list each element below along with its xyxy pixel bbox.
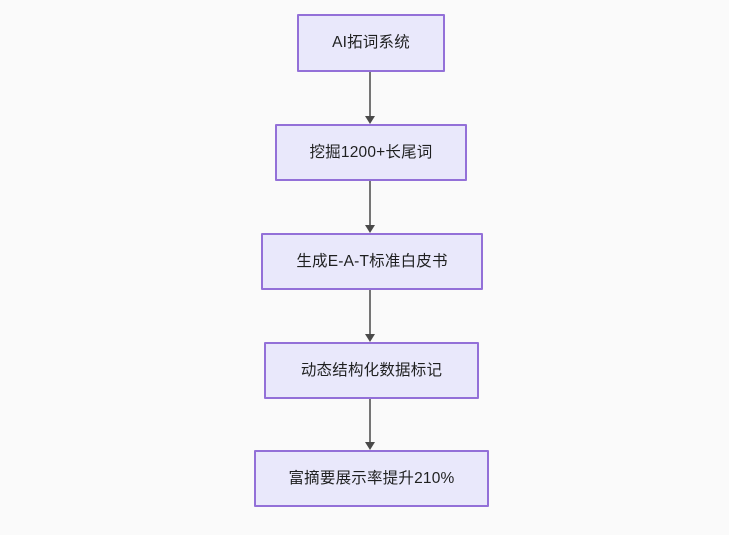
arrowhead-n1-n2: [365, 116, 375, 124]
flowchart-node-structured-data-markup[interactable]: 动态结构化数据标记: [264, 342, 479, 399]
node-label: 生成E-A-T标准白皮书: [296, 252, 448, 270]
connector-n2-n3: [369, 181, 371, 225]
arrowhead-n3-n4: [365, 334, 375, 342]
node-label: 挖掘1200+长尾词: [309, 143, 433, 161]
node-label: 动态结构化数据标记: [300, 361, 443, 379]
arrowhead-n2-n3: [365, 225, 375, 233]
flowchart-node-rich-snippet-result[interactable]: 富摘要展示率提升210%: [254, 450, 489, 507]
flowchart-node-ai-keyword-system[interactable]: AI拓词系统: [297, 14, 445, 72]
connector-n1-n2: [369, 72, 371, 116]
flowchart-node-longtail-keywords[interactable]: 挖掘1200+长尾词: [275, 124, 467, 181]
arrowhead-n4-n5: [365, 442, 375, 450]
connector-n3-n4: [369, 290, 371, 334]
connector-n4-n5: [369, 399, 371, 442]
node-label: AI拓词系统: [332, 34, 410, 52]
flowchart-node-eat-whitepaper[interactable]: 生成E-A-T标准白皮书: [261, 233, 483, 290]
node-label: 富摘要展示率提升210%: [288, 469, 455, 487]
